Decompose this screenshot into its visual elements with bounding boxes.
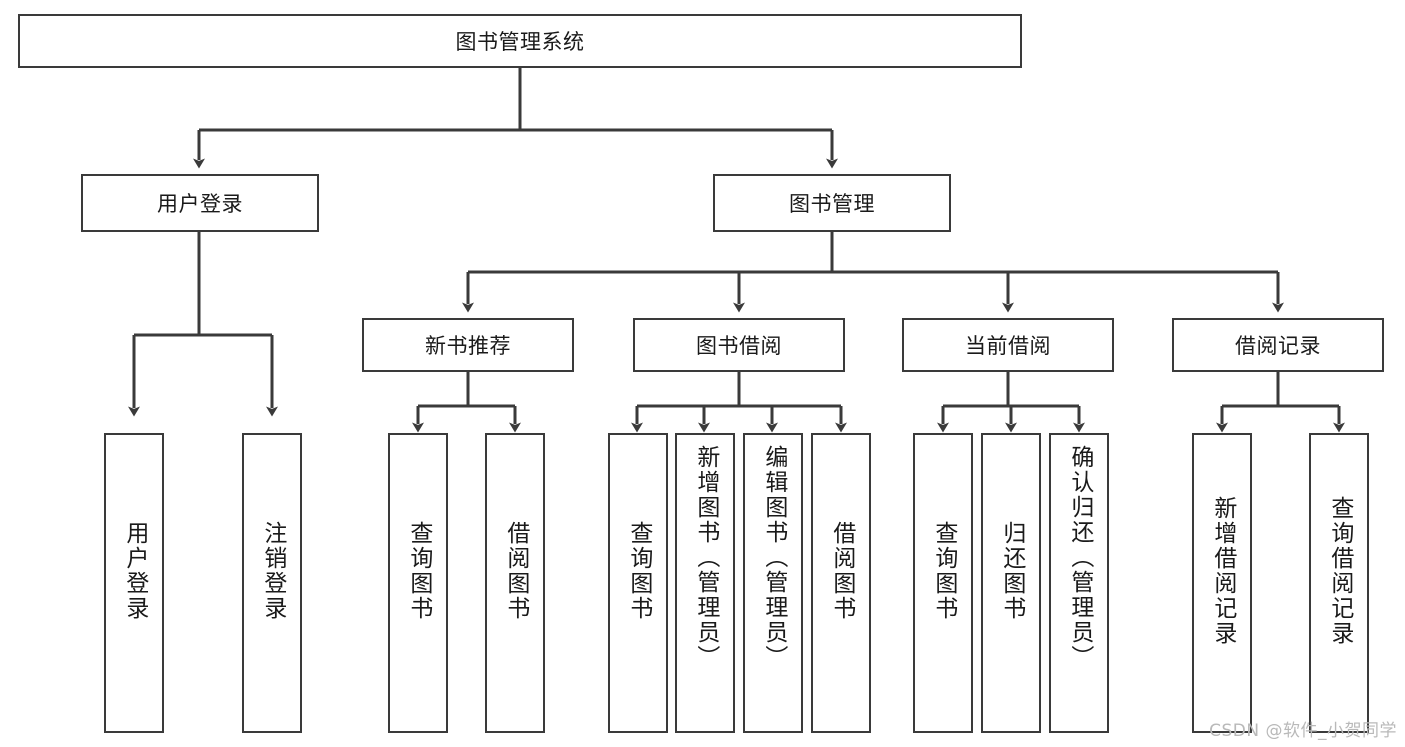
leaf-borrow-query-book[interactable]: 查询图书 (608, 433, 668, 733)
node-label: 图书借阅 (696, 334, 782, 358)
leaf-current-confirm-return[interactable]: 确认归还（管理员） (1049, 433, 1109, 733)
watermark: CSDN @软件_小贺同学 (1209, 721, 1397, 741)
leaf-current-return-book[interactable]: 归还图书 (981, 433, 1041, 733)
node-label: 图书管理 (789, 192, 875, 216)
node-label: 用户登录 (121, 521, 148, 621)
node-label: 借阅图书 (502, 521, 529, 621)
node-new-book-recommend[interactable]: 新书推荐 (362, 318, 574, 372)
node-current-borrow[interactable]: 当前借阅 (902, 318, 1114, 372)
leaf-user-login[interactable]: 用户登录 (104, 433, 164, 733)
node-label: 当前借阅 (965, 334, 1051, 358)
leaf-record-add-record[interactable]: 新增借阅记录 (1192, 433, 1252, 733)
node-label: 图书管理系统 (455, 30, 585, 54)
node-borrow-record[interactable]: 借阅记录 (1172, 318, 1384, 372)
node-book-borrow[interactable]: 图书借阅 (633, 318, 845, 372)
node-label: 新增借阅记录 (1209, 496, 1236, 646)
node-label: 归还图书 (998, 521, 1025, 621)
node-label: 新增图书（管理员） (692, 445, 719, 670)
node-label: 注销登录 (259, 521, 286, 621)
node-label: 查询图书 (625, 521, 652, 621)
leaf-current-query-book[interactable]: 查询图书 (913, 433, 973, 733)
node-label: 查询图书 (405, 521, 432, 621)
leaf-borrow-borrow-book[interactable]: 借阅图书 (811, 433, 871, 733)
leaf-user-logout[interactable]: 注销登录 (242, 433, 302, 733)
node-label: 借阅记录 (1235, 334, 1321, 358)
leaf-record-query-record[interactable]: 查询借阅记录 (1309, 433, 1369, 733)
node-label: 新书推荐 (425, 334, 511, 358)
leaf-borrow-edit-book[interactable]: 编辑图书（管理员） (743, 433, 803, 733)
node-label: 编辑图书（管理员） (760, 445, 787, 670)
leaf-recommend-query-book[interactable]: 查询图书 (388, 433, 448, 733)
node-label: 查询借阅记录 (1326, 496, 1353, 646)
node-user-login[interactable]: 用户登录 (81, 174, 319, 232)
leaf-borrow-add-book[interactable]: 新增图书（管理员） (675, 433, 735, 733)
node-label: 借阅图书 (828, 521, 855, 621)
leaf-recommend-borrow-book[interactable]: 借阅图书 (485, 433, 545, 733)
node-label: 确认归还（管理员） (1066, 445, 1093, 670)
node-book-management[interactable]: 图书管理 (713, 174, 951, 232)
node-root-system[interactable]: 图书管理系统 (18, 14, 1022, 68)
node-label: 查询图书 (930, 521, 957, 621)
node-label: 用户登录 (157, 192, 243, 216)
